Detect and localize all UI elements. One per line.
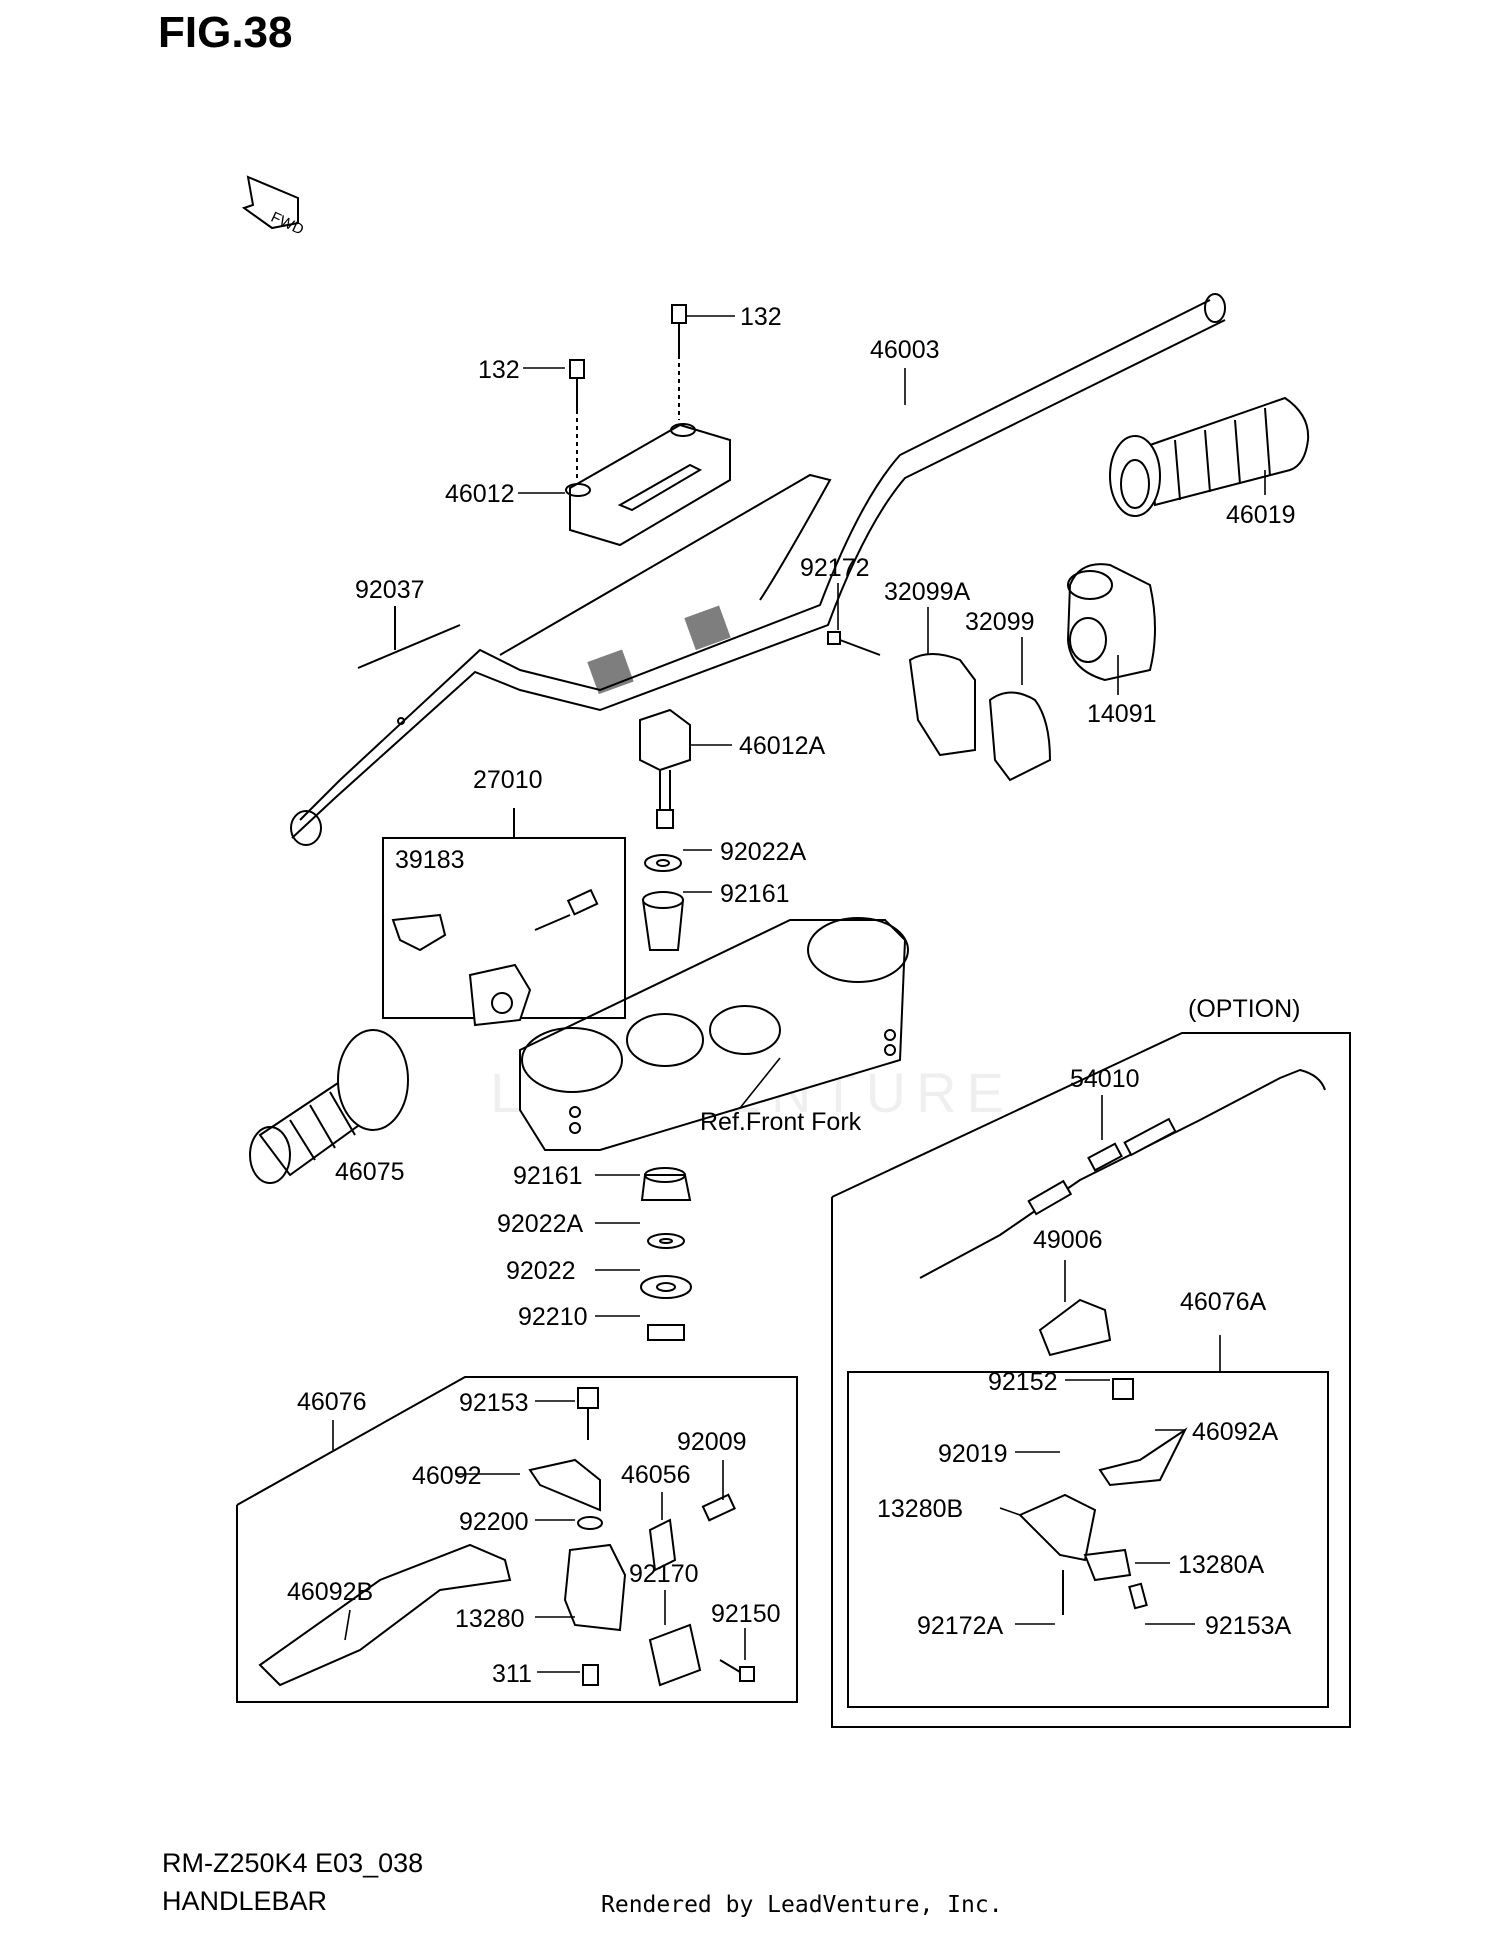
- label-92037: 92037: [355, 576, 425, 604]
- label-27010: 27010: [473, 766, 543, 794]
- label-311: 311: [492, 1660, 532, 1688]
- label-46076A: 46076A: [1180, 1288, 1267, 1316]
- bolt-132-shapes: [569, 304, 687, 480]
- label-46012A: 46012A: [739, 732, 826, 760]
- label-13280A: 13280A: [1178, 1551, 1265, 1579]
- lever-assembly-box-46076A: [847, 1371, 1329, 1708]
- label-46092B: 46092B: [287, 1578, 373, 1606]
- throttle-housing-shape: [1066, 563, 1156, 682]
- label-13280B: 13280B: [877, 1495, 963, 1523]
- label-92022: 92022: [506, 1257, 576, 1285]
- rendered-by-credit: Rendered by LeadVenture, Inc.: [601, 1892, 1003, 1918]
- leader-lines: [332, 315, 1266, 1673]
- throttle-clamp-shape: [827, 631, 1052, 782]
- label-49006: 49006: [1033, 1226, 1103, 1254]
- label-39183: 39183: [395, 846, 465, 874]
- label-32099: 32099: [965, 608, 1035, 636]
- cable-adjuster-shape: [1038, 1298, 1112, 1357]
- label-132-right: 132: [740, 303, 782, 331]
- label-92153: 92153: [459, 1389, 529, 1417]
- handlebar-shape: [290, 293, 1226, 846]
- label-13280: 13280: [455, 1605, 525, 1633]
- lower-mount-stack-shape: [640, 1167, 692, 1341]
- cable-tie-shape: [357, 624, 461, 669]
- label-46092A: 46092A: [1192, 1418, 1279, 1446]
- label-92153A: 92153A: [1205, 1612, 1292, 1640]
- label-92172A: 92172A: [917, 1612, 1004, 1640]
- option-box: [831, 1032, 1351, 1728]
- label-46056: 46056: [621, 1461, 691, 1489]
- upper-mount-stack-shape: [641, 854, 685, 951]
- label-92161-top: 92161: [720, 880, 790, 908]
- section-name: HANDLEBAR: [162, 1886, 328, 1916]
- riser-shape: [639, 708, 691, 829]
- forward-arrow-icon: FWD: [241, 175, 306, 239]
- label-92200: 92200: [459, 1508, 529, 1536]
- option-label: (OPTION): [1188, 995, 1301, 1023]
- label-32099A: 32099A: [884, 578, 971, 606]
- option-lever-shapes: [1018, 1378, 1188, 1615]
- label-46092: 46092: [412, 1462, 482, 1490]
- label-14091: 14091: [1087, 700, 1157, 728]
- clutch-cable-shape: [919, 1068, 1326, 1279]
- label-46075: 46075: [335, 1158, 405, 1186]
- label-92022A-top: 92022A: [720, 838, 807, 866]
- triple-clamp-shape: [519, 917, 909, 1151]
- handlebar-clamp-shape: [565, 423, 731, 547]
- label-92019: 92019: [938, 1440, 1008, 1468]
- right-grip-shape: [1109, 396, 1310, 517]
- label-92172: 92172: [800, 554, 870, 582]
- label-46019: 46019: [1226, 501, 1296, 529]
- label-46012: 46012: [445, 480, 515, 508]
- label-92152: 92152: [988, 1368, 1058, 1396]
- label-46003: 46003: [870, 336, 940, 364]
- label-92170: 92170: [629, 1560, 699, 1588]
- label-92022A-bottom: 92022A: [497, 1210, 584, 1238]
- label-54010: 54010: [1070, 1065, 1140, 1093]
- label-92161-bottom: 92161: [513, 1162, 583, 1190]
- left-grip-shape: [249, 1029, 409, 1184]
- label-92210: 92210: [518, 1303, 588, 1331]
- lever-assembly-box-46076: [236, 1376, 798, 1703]
- label-92150: 92150: [711, 1600, 781, 1628]
- figure-title: FIG.38: [158, 8, 293, 57]
- kill-switch-shape: [391, 888, 599, 1027]
- model-code: RM-Z250K4 E03_038: [162, 1848, 424, 1878]
- ref-front-fork-text: Ref.Front Fork: [700, 1108, 862, 1136]
- lever-parts-shapes: [258, 1387, 755, 1687]
- part-labels: 132 132 46003 46012 46019 92037 92172 32…: [287, 303, 1301, 1688]
- label-46076: 46076: [297, 1388, 367, 1416]
- label-132-left: 132: [478, 356, 520, 384]
- label-92009: 92009: [677, 1428, 747, 1456]
